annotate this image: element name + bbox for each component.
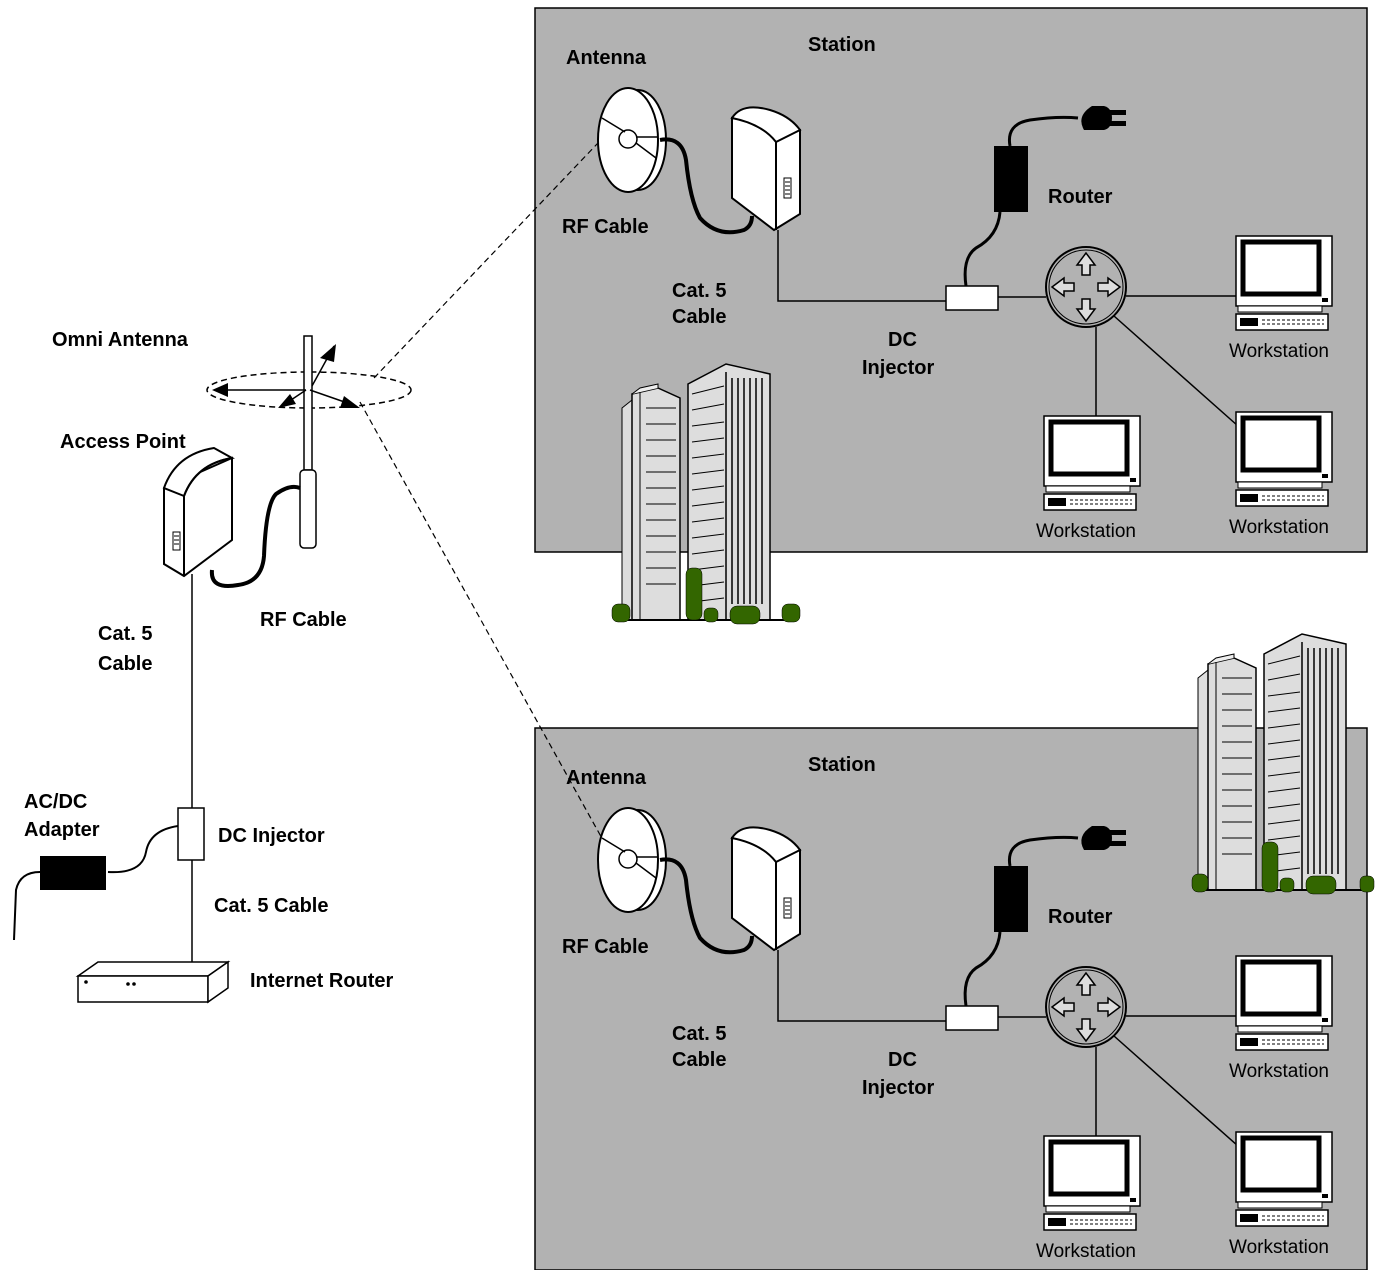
workstation-label: Workstation	[1036, 521, 1136, 542]
access-point-label: Access Point	[60, 431, 186, 453]
dc-injector-label-1: DC	[888, 329, 917, 351]
station-1: Station Antenna RF Cable Router Cat. 5 C…	[562, 34, 1332, 542]
antenna-label: Antenna	[566, 767, 647, 789]
station-title: Station	[808, 34, 876, 56]
building-icon	[1191, 633, 1375, 895]
dish-antenna-icon	[597, 87, 667, 193]
workstation-label: Workstation	[1229, 341, 1329, 362]
cat5-label-2: Cable	[672, 1049, 726, 1071]
building-icon	[611, 363, 801, 625]
workstation-icon	[1236, 236, 1332, 330]
acdc-adapter-icon	[40, 856, 106, 890]
power-adapter-icon	[994, 146, 1028, 212]
cat5-cable-label: Cat. 5 Cable	[214, 895, 328, 917]
antenna-label: Antenna	[566, 47, 647, 69]
workstation-icon	[1044, 1136, 1140, 1230]
internet-router-icon	[75, 960, 231, 1004]
hub-icon	[1045, 966, 1127, 1048]
workstation-label: Workstation	[1036, 1241, 1136, 1262]
hub-icon	[1045, 246, 1127, 328]
rf-cable-label-left: RF Cable	[260, 609, 347, 631]
power-adapter-icon	[994, 866, 1028, 932]
cat5-label-left-2: Cable	[98, 653, 152, 675]
workstation-icon	[1044, 416, 1140, 510]
dc-injector-icon	[945, 1005, 999, 1031]
rf-cable-label: RF Cable	[562, 936, 649, 958]
workstation-label: Workstation	[1229, 1237, 1329, 1258]
router-label: Router	[1048, 186, 1113, 208]
workstation-icon	[1236, 1132, 1332, 1226]
internet-router-label: Internet Router	[250, 970, 394, 992]
dc-injector-label-1: DC	[888, 1049, 917, 1071]
workstation-label: Workstation	[1229, 1061, 1329, 1082]
station-2: Station Antenna RF Cable Router Cat. 5 C…	[562, 754, 1332, 1262]
cat5-label-1: Cat. 5	[672, 280, 726, 302]
router-label: Router	[1048, 906, 1113, 928]
dc-injector-left	[177, 807, 205, 861]
cat5-label-2: Cable	[672, 306, 726, 328]
workstation-icon	[1236, 956, 1332, 1050]
coverage-ellipse	[206, 371, 412, 409]
station-title: Station	[808, 754, 876, 776]
dc-injector-label-2: Injector	[862, 1077, 934, 1099]
rf-cable-left	[209, 484, 301, 588]
acdc-label-1: AC/DC	[24, 791, 87, 813]
workstation-icon	[1236, 412, 1332, 506]
omni-antenna-icon	[212, 335, 360, 549]
access-point-icon	[163, 447, 233, 577]
dc-injector-icon	[945, 285, 999, 311]
dc-injector-label-left: DC Injector	[218, 825, 325, 847]
cat5-label-1: Cat. 5	[672, 1023, 726, 1045]
workstation-label: Workstation	[1229, 517, 1329, 538]
wireless-link-2	[359, 401, 605, 843]
cat5-label-left-1: Cat. 5	[98, 623, 152, 645]
omni-antenna-label: Omni Antenna	[52, 329, 189, 351]
wireless-link-1	[373, 142, 599, 379]
dc-injector-label-2: Injector	[862, 357, 934, 379]
dish-antenna-icon	[597, 807, 667, 913]
acdc-label-2: Adapter	[24, 819, 100, 841]
rf-cable-label: RF Cable	[562, 216, 649, 238]
